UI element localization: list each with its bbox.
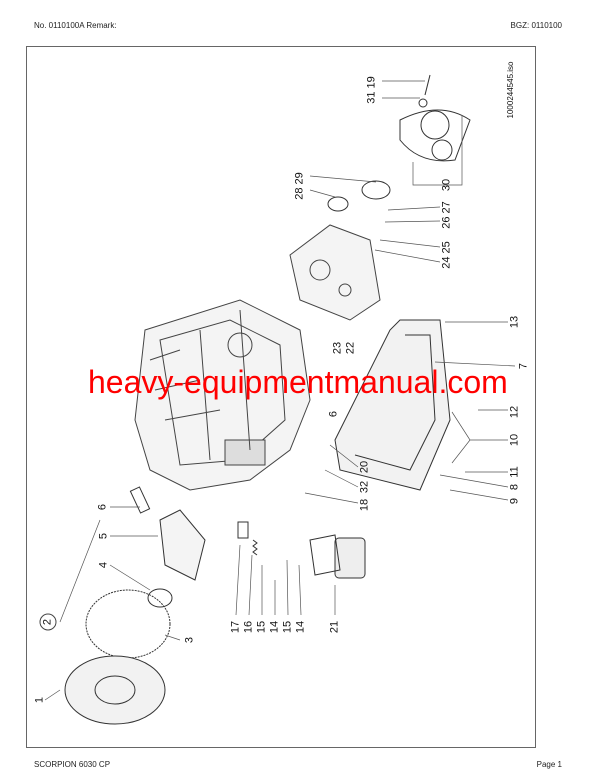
callout: 8 [508,483,521,491]
leader-lines [44,80,516,701]
diagram-frame [26,46,536,748]
callout: 32 [358,480,371,494]
callout: 16 [242,620,255,634]
callout: 9 [508,497,521,505]
callout: 13 [508,315,521,329]
callout: 7 [517,362,530,370]
document-number-remark: No. 0110100A Remark: [34,21,117,30]
callout: 6 [327,410,340,418]
callout: 6 [96,503,109,511]
callout: 31 19 [365,76,378,104]
callout: 2 [41,618,54,626]
drawing-file-id: 1000244545.iso [506,61,515,119]
timing-cover [289,224,381,321]
callout-circle-2 [39,613,57,631]
callout: 4 [97,561,110,569]
bgz-number: BGZ: 0110100 [510,21,562,30]
flywheel [64,655,166,725]
filter-head [309,534,341,576]
callout: 11 [508,466,521,478]
belt-pulley-assembly [399,74,471,162]
callout: 26 27 [440,201,453,229]
seal-4 [147,588,173,608]
callout: 23 [331,341,344,355]
callout: 3 [183,636,196,644]
callout: 12 [508,405,521,419]
model-name: SCORPION 6030 CP [34,760,111,769]
valve-17 [237,521,249,539]
seal-29 [361,180,391,200]
watermark: heavy-equipmentmanual.com [88,364,508,400]
callout: 21 [328,620,341,634]
ring-gear [85,589,171,659]
callout: 15 [281,620,294,634]
spring-16 [252,539,258,556]
engine-block [134,299,311,491]
sensor-6 [129,486,151,514]
callout: 14 [268,620,281,634]
callout: 17 [229,620,242,634]
seal-28 [327,196,349,212]
oil-pan [334,319,451,491]
callout: 28 29 [293,172,306,200]
callout: 14 [294,620,307,634]
callout: 5 [97,532,110,540]
callout: 10 [508,433,521,447]
callout: 1 [33,696,46,704]
callout: 15 [255,620,268,634]
callout: 30 [440,178,453,192]
callout: 20 [358,460,371,474]
rear-cover [159,509,206,581]
callout: 24 25 [440,241,453,269]
callout: 22 [344,341,357,355]
page-number: Page 1 [536,760,562,769]
oil-filter [334,537,366,579]
callout: 18 [358,498,371,512]
